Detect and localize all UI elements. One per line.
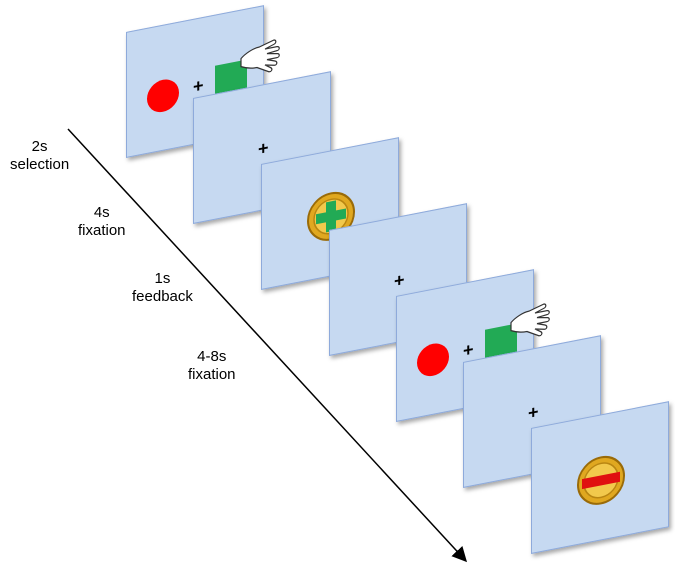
- phase-duration: 2s: [31, 138, 48, 155]
- phase-duration: 1s: [154, 270, 171, 287]
- fixation-cross: +: [528, 401, 539, 424]
- coin-loss-icon: [576, 451, 626, 516]
- red-circle-option: [147, 76, 179, 115]
- phase-name: fixation: [188, 366, 236, 383]
- red-circle-option: [417, 340, 449, 379]
- phase-label-2: 4s fixation: [78, 204, 126, 240]
- phase-label-4: 4-8s fixation: [188, 348, 236, 384]
- phase-duration: 4s: [93, 204, 110, 221]
- selection-screen-1: +: [126, 5, 280, 158]
- phase-name: feedback: [132, 288, 193, 305]
- feedback-screen-loss: [531, 401, 669, 554]
- fixation-cross: +: [463, 338, 474, 361]
- phase-duration: 4-8s: [197, 348, 227, 365]
- fixation-cross: +: [193, 74, 204, 97]
- phase-name: fixation: [78, 222, 126, 239]
- phase-label-1: 2s selection: [10, 138, 69, 174]
- phase-name: selection: [10, 156, 70, 173]
- pointing-hand-icon: [239, 30, 283, 90]
- phase-label-3: 1s feedback: [132, 270, 193, 306]
- fixation-cross: +: [394, 269, 405, 292]
- fixation-cross: +: [258, 137, 269, 160]
- selection-screen-2: +: [396, 269, 550, 422]
- pointing-hand-icon: [509, 294, 553, 354]
